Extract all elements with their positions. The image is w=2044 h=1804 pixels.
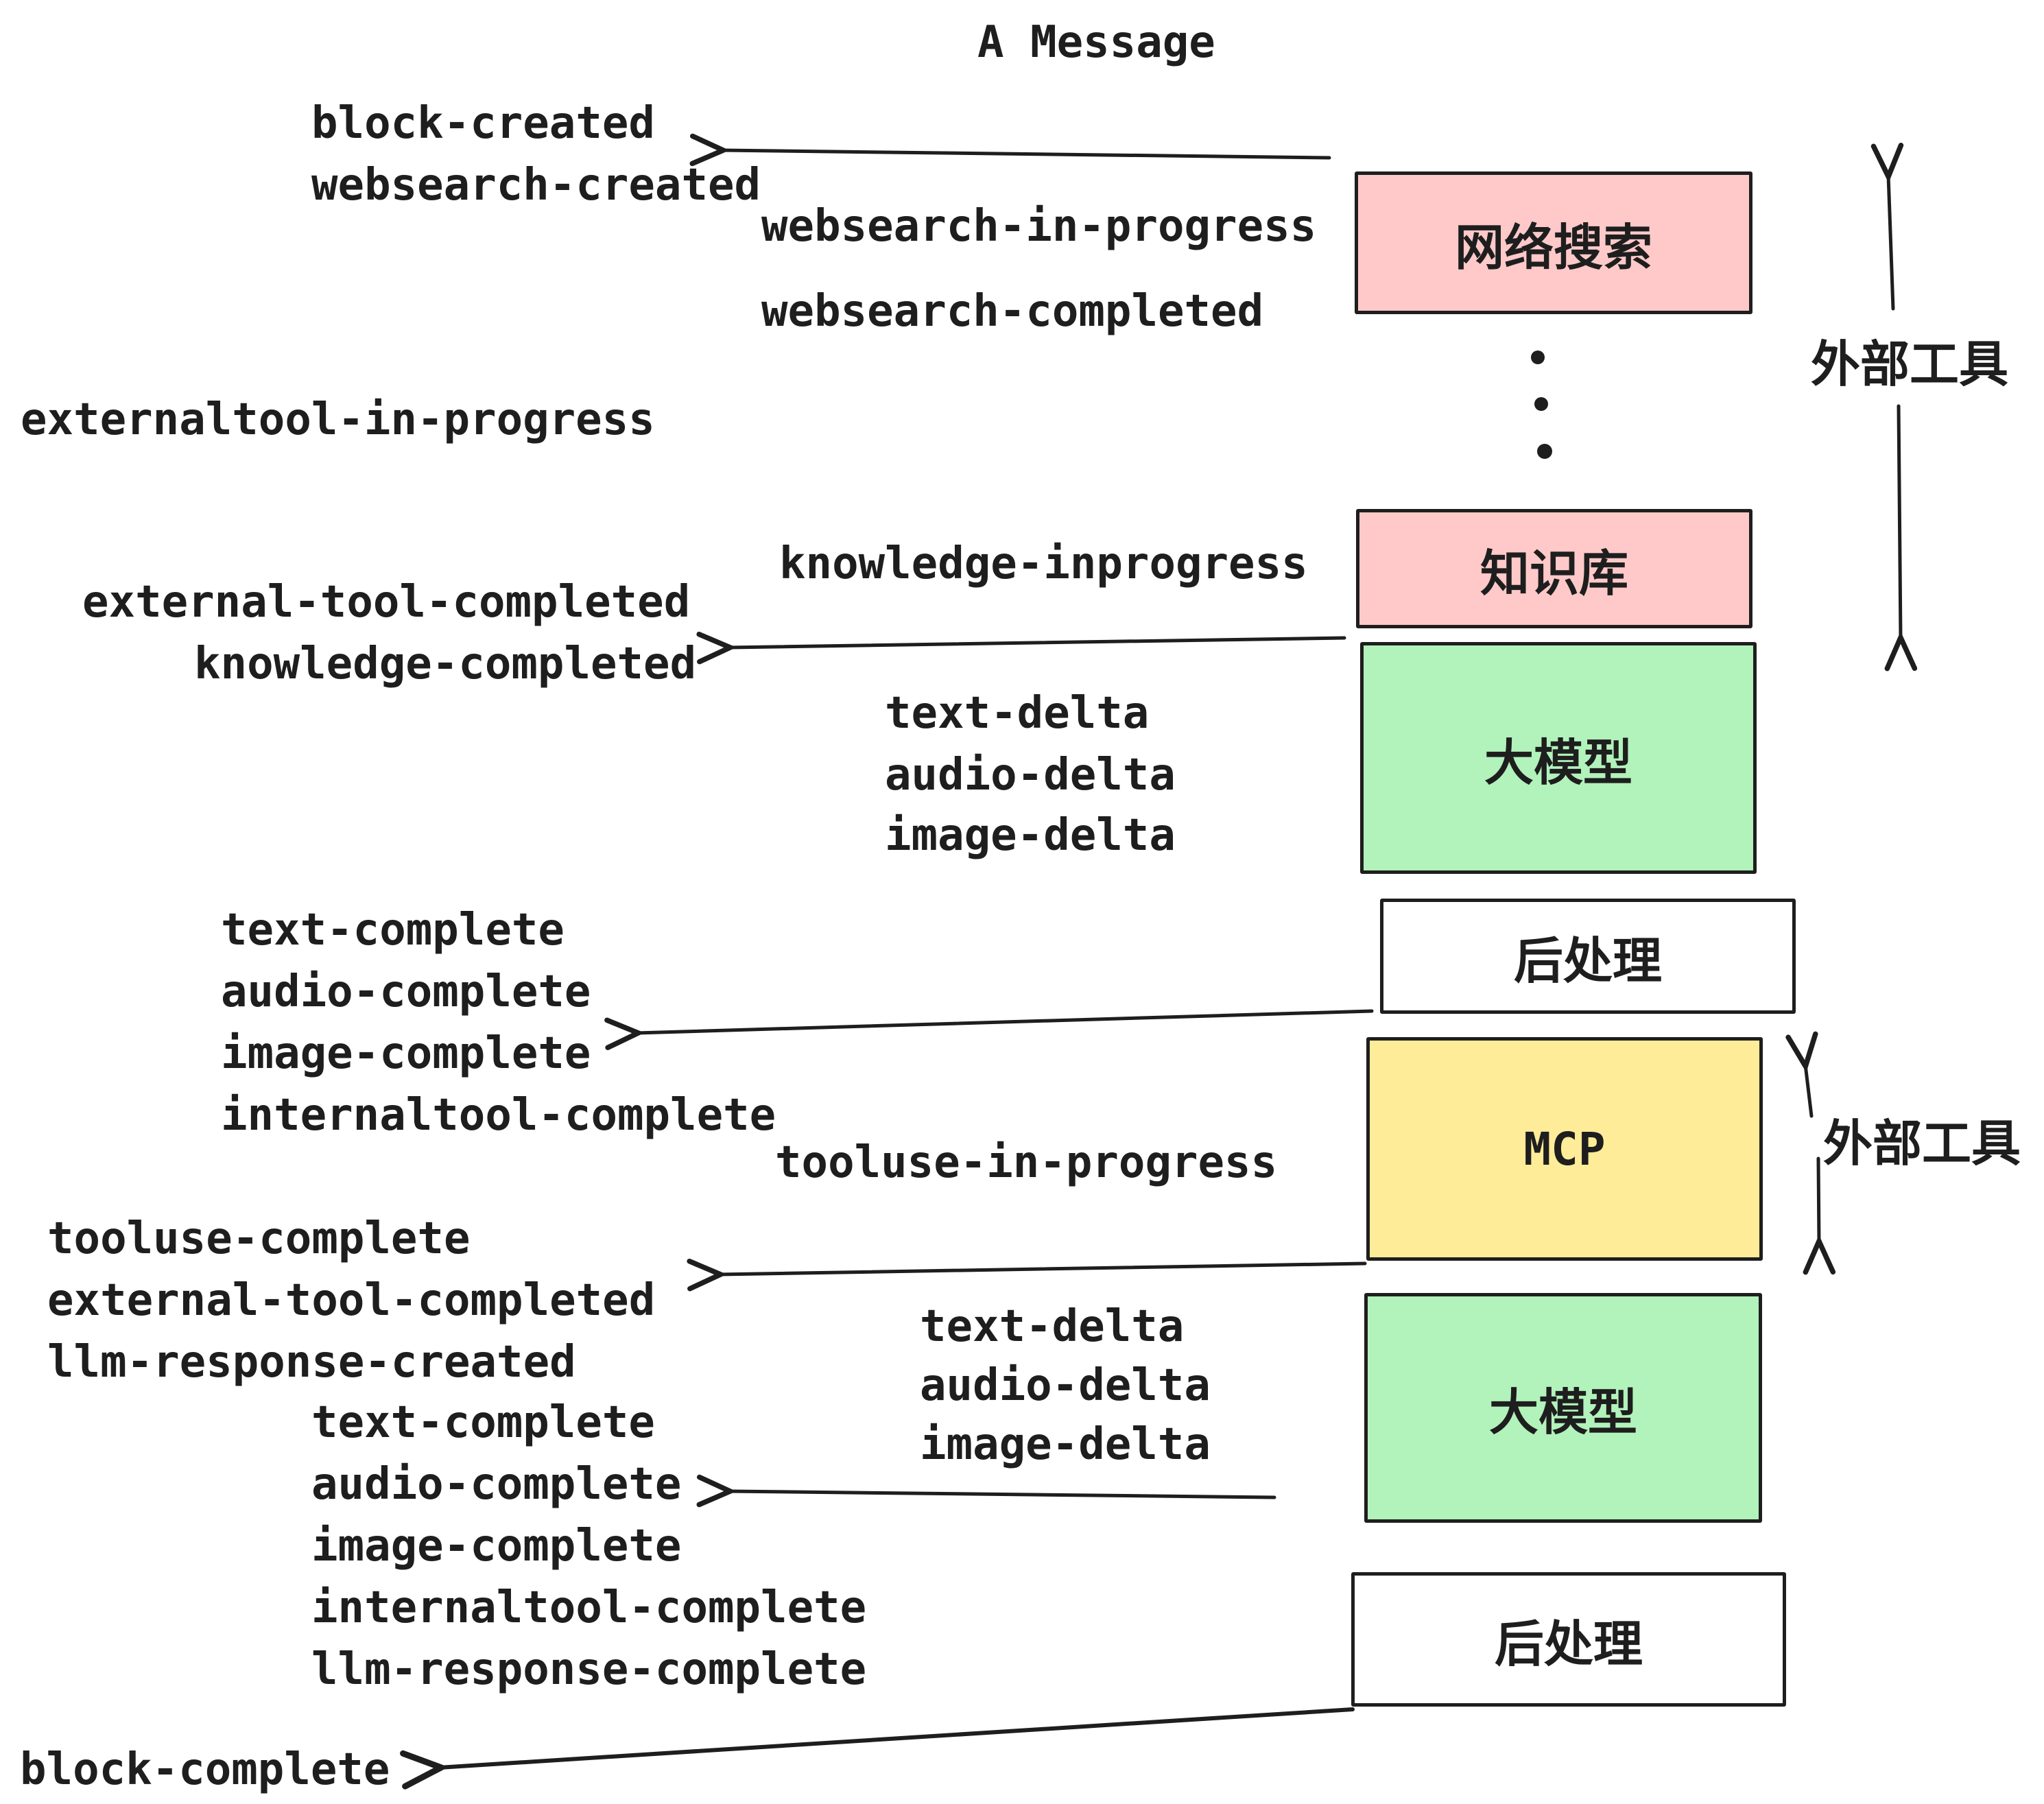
box-mcp-label: MCP [1523,1122,1606,1176]
box-llm-2-label: 大模型 [1488,1384,1637,1441]
arrow-knowledge-completed [728,638,1346,648]
event-label-external-tool-completed-2: external-tool-completed [47,1275,656,1326]
event-label-audio-complete-1: audio-complete [221,966,591,1017]
box-mcp: MCP [1366,1037,1763,1261]
event-label-knowledge-completed: knowledge-completed [194,639,697,689]
arrow-external-tools-up [1888,175,1893,311]
box-llm-1: 大模型 [1360,642,1757,874]
arrow-external-tools-2-down [1818,1156,1819,1243]
event-label-websearch-completed: websearch-completed [761,286,1264,337]
event-label-llm-response-complete: llm-response-complete [311,1644,867,1695]
arrow-image-complete [637,1009,1374,1033]
box-knowledge: 知识库 [1356,509,1752,628]
event-label-internaltool-complete-2: internaltool-complete [311,1582,867,1633]
arrow-audio-complete [728,1491,1276,1497]
event-label-llm-response-created: llm-response-created [47,1337,576,1388]
arrow-external-tools-2-up [1805,1065,1811,1118]
event-label-tooluse-in-progress: tooluse-in-progress [775,1137,1278,1188]
event-label-audio-delta-2: audio-delta [920,1360,1211,1411]
event-label-knowledge-inprogress: knowledge-inprogress [779,538,1308,589]
event-label-image-delta-2: image-delta [920,1419,1211,1470]
event-label-audio-complete-2: audio-complete [311,1459,682,1510]
box-llm-2: 大模型 [1364,1293,1762,1523]
arrow-external-tools-down [1899,404,1901,639]
arrow-block-complete [439,1707,1355,1768]
event-label-websearch-in-progress: websearch-in-progress [761,201,1317,252]
event-label-image-complete-2: image-complete [311,1521,682,1571]
event-label-audio-delta-1: audio-delta [885,750,1176,800]
arrow-tooluse-complete [719,1263,1367,1274]
event-label-text-complete-2: text-complete [311,1397,655,1448]
event-label-tooluse-complete: tooluse-complete [47,1213,471,1264]
label-external-tools-top: 外部工具 [1811,335,2009,393]
event-label-internaltool-complete-1: internaltool-complete [221,1090,776,1141]
event-label-text-delta-1: text-delta [885,688,1150,739]
box-websearch-label: 网络搜索 [1454,218,1652,276]
event-label-image-delta-1: image-delta [885,810,1176,861]
ellipsis-dots [1531,351,1552,459]
box-knowledge-label: 知识库 [1479,544,1628,602]
box-postprocess-2-label: 后处理 [1494,1615,1643,1673]
event-label-block-created: block-created [311,98,655,149]
box-postprocess-1-label: 后处理 [1513,931,1662,990]
label-external-tools-bottom: 外部工具 [1823,1115,2021,1172]
arrow-block-created [722,150,1331,158]
event-label-text-delta-2: text-delta [920,1301,1185,1352]
event-label-text-complete-1: text-complete [221,905,565,956]
event-label-block-complete: block-complete [20,1744,390,1795]
event-label-externaltool-in-progress: externaltool-in-progress [21,394,655,445]
box-websearch: 网络搜索 [1355,171,1752,314]
box-postprocess-2: 后处理 [1351,1572,1786,1707]
box-llm-1-label: 大模型 [1484,733,1632,792]
box-postprocess-1: 后处理 [1380,899,1796,1014]
diagram-title: A Message [977,17,1215,68]
event-label-websearch-created: websearch-created [311,160,761,211]
event-label-image-complete-1: image-complete [221,1028,591,1079]
event-label-external-tool-completed: external-tool-completed [82,577,691,628]
